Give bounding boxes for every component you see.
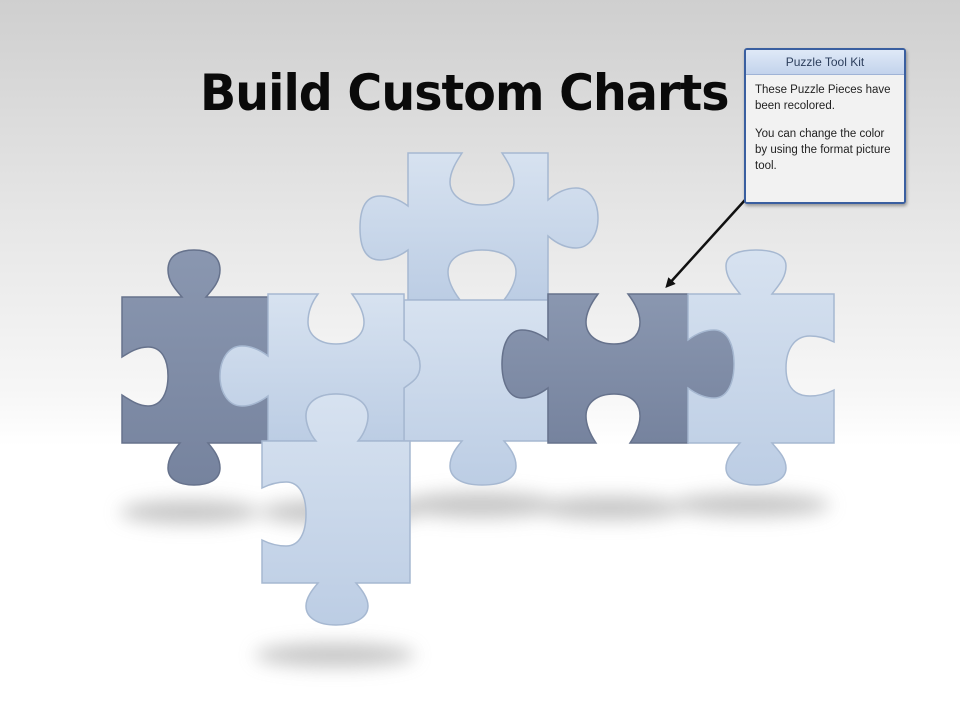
callout-box: Puzzle Tool Kit These Puzzle Pieces have… [744, 48, 906, 204]
puzzle-piece-light-top [359, 152, 599, 301]
puzzle-piece-dark-left [121, 249, 269, 486]
puzzle-piece-light-bottom [261, 393, 411, 626]
page-title: Build Custom Charts [200, 64, 729, 122]
callout-text-instructions: You can change the color by using the fo… [755, 128, 891, 172]
puzzle-piece-light-right [687, 249, 835, 486]
callout-body: These Puzzle Pieces have been recolored.… [746, 75, 904, 202]
callout-text-recolored: These Puzzle Pieces have been recolored. [755, 84, 891, 112]
callout-arrow [665, 199, 746, 288]
callout-header: Puzzle Tool Kit [746, 50, 904, 75]
floor-shadows [120, 492, 830, 667]
